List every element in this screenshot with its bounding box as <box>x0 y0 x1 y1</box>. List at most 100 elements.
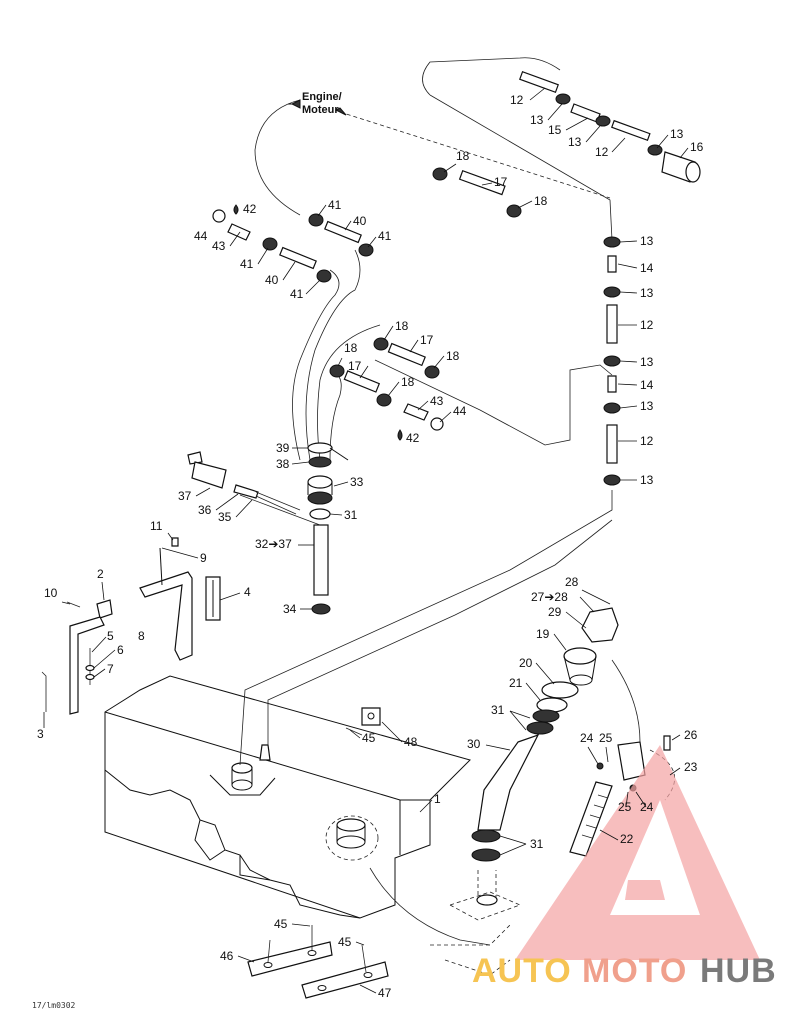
callout-c18f: 18 <box>344 341 358 355</box>
callout-leader-c6 <box>93 649 116 669</box>
engine-arrow <box>288 99 347 116</box>
callout-c48: 48 <box>404 735 418 749</box>
callout-leader-c18b <box>517 200 533 209</box>
callout-leader-c19 <box>553 633 567 651</box>
callout-c41d: 41 <box>290 287 304 301</box>
callout-leader-c22 <box>599 829 619 841</box>
callout-leader-c12a <box>529 87 546 101</box>
callout-leader-c47 <box>359 984 377 994</box>
callout-leader-c11 <box>167 532 174 541</box>
callout-c3: 3 <box>37 727 44 741</box>
callout-c19: 19 <box>536 627 550 641</box>
callout-c13e: 13 <box>640 286 654 300</box>
callout-leader-c48 <box>381 721 403 743</box>
callout-c26: 26 <box>684 728 698 742</box>
callout-leader-c29 <box>565 611 587 629</box>
callout-c1: 1 <box>434 792 441 806</box>
callout-leader-c40b <box>282 261 296 281</box>
callout-leader-c25b <box>625 791 629 808</box>
watermark-triangle <box>515 745 760 960</box>
callout-c41b: 41 <box>378 229 392 243</box>
callout-c13c: 13 <box>670 127 684 141</box>
callout-c22: 22 <box>620 832 634 846</box>
callout-leader-c9 <box>161 547 199 559</box>
callout-leader-c18c <box>383 325 394 341</box>
watermark-hub: HUB <box>700 952 777 990</box>
tank-straps-brackets <box>41 537 221 715</box>
callout-leader-c20 <box>535 662 555 685</box>
callout-c2: 2 <box>97 567 104 581</box>
callout-leader-c37a <box>195 487 211 497</box>
callout-leader-c18e <box>387 381 400 397</box>
callout-leader-c16 <box>679 147 689 159</box>
callout-leader-c21 <box>525 682 541 701</box>
callout-leader-c24a <box>587 746 599 765</box>
callout-c8: 8 <box>138 629 145 643</box>
callout-c12c: 12 <box>640 318 654 332</box>
callout-c18b: 18 <box>534 194 548 208</box>
callout-leader-c41b <box>367 236 377 248</box>
callout-leader-c18d <box>433 355 445 369</box>
callout-leader-c25a <box>605 746 609 763</box>
callout-c38: 38 <box>276 457 290 471</box>
callout-leader-c14a <box>617 263 638 269</box>
fuel-pickup-assembly <box>239 442 349 615</box>
fuel-tank <box>104 675 471 919</box>
callout-c40b: 40 <box>265 273 279 287</box>
callout-leader-c15 <box>565 117 589 131</box>
callout-leader-c45a <box>349 729 361 739</box>
callout-c31a: 31 <box>344 508 358 522</box>
callout-leader-c36 <box>215 493 239 511</box>
callout-c31b: 31 <box>491 703 505 717</box>
callout-leader-c13c <box>656 134 669 149</box>
callout-c42b: 42 <box>406 431 420 445</box>
callout-c10: 10 <box>44 586 58 600</box>
callout-c30: 30 <box>467 737 481 751</box>
watermark-auto: AUTO <box>472 952 572 990</box>
fuel-sensor-wiring <box>187 451 301 515</box>
callout-c33: 33 <box>350 475 364 489</box>
callout-leader-c41d <box>305 279 321 295</box>
callout-leader-c17a <box>481 182 493 186</box>
callout-c43a: 43 <box>212 239 226 253</box>
callout-c17a: 17 <box>494 175 508 189</box>
callout-c18a: 18 <box>456 149 470 163</box>
callout-labels: 1213151312131618171813141312131413121342… <box>37 87 704 1000</box>
callout-c40a: 40 <box>353 214 367 228</box>
callout-leader-c14b <box>617 383 638 386</box>
callout-leader-c7 <box>93 668 106 678</box>
callout-c2728: 27➔28 <box>531 590 568 604</box>
callout-c13b: 13 <box>568 135 582 149</box>
right-vertical-line <box>603 236 621 486</box>
callout-leader-c13a <box>547 103 563 121</box>
callout-c44b: 44 <box>453 404 467 418</box>
callout-leader-c41c <box>257 247 269 265</box>
callout-c37a: 37 <box>178 489 192 503</box>
callout-c15: 15 <box>548 123 562 137</box>
callout-c25a: 25 <box>599 731 613 745</box>
callout-c29: 29 <box>548 605 562 619</box>
callout-c44a: 44 <box>194 229 208 243</box>
callout-leader-c30 <box>485 744 511 751</box>
callout-c3237: 32➔37 <box>255 537 292 551</box>
callout-c11: 11 <box>150 519 163 533</box>
callout-leader-c13b <box>585 125 601 143</box>
middle-filter-lines <box>329 337 444 441</box>
callout-leader-c43a <box>229 231 241 247</box>
callout-c12a: 12 <box>510 93 524 107</box>
callout-leader-c31a <box>329 513 343 516</box>
callout-c23: 23 <box>684 760 698 774</box>
callout-c39: 39 <box>276 441 290 455</box>
callout-leader-c41a <box>317 204 327 217</box>
callout-leader-c2728 <box>579 596 595 613</box>
callout-leader-c33 <box>333 481 349 487</box>
filter-line-top <box>432 167 522 218</box>
callout-c45c: 45 <box>338 935 352 949</box>
callout-c5: 5 <box>107 629 114 643</box>
callout-leader-c13e <box>619 291 638 294</box>
callout-c36: 36 <box>198 503 212 517</box>
callout-c13g: 13 <box>640 399 654 413</box>
callout-c47: 47 <box>378 986 392 1000</box>
callout-leader-c28 <box>581 589 611 605</box>
